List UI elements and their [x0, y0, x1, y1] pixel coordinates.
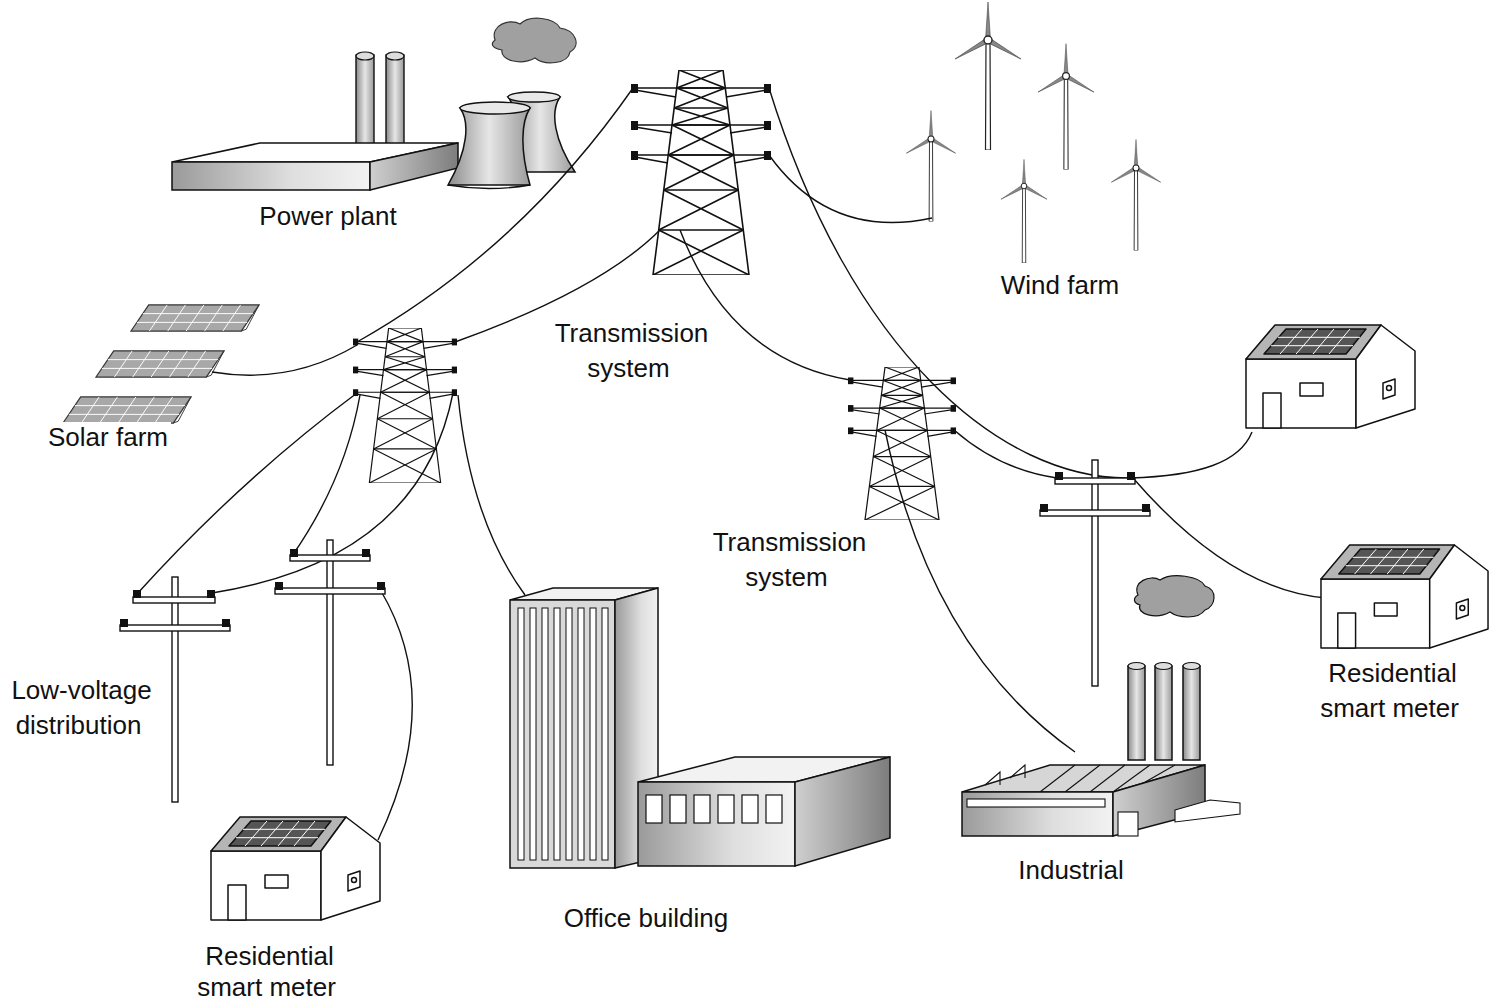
chimney-top: [356, 52, 374, 60]
wire: [885, 430, 1075, 752]
chimney-top: [386, 52, 404, 60]
office-building: [510, 588, 890, 868]
chimney: [1155, 666, 1172, 760]
chimney: [1128, 666, 1145, 760]
wire: [954, 430, 1057, 478]
wind-turbine: [1000, 159, 1048, 263]
label-text: Power plant: [256, 201, 399, 231]
utility-pole: [1092, 460, 1098, 686]
label-text: Office building: [561, 903, 731, 933]
pole-crossarm: [1055, 478, 1135, 484]
component-label: Power plant: [218, 199, 438, 234]
solar-panel: [63, 397, 191, 423]
smart-home: [1246, 325, 1415, 428]
pole-crossarm: [1040, 510, 1150, 516]
pole-crossarm: [133, 597, 215, 603]
transmission-tower: [848, 367, 956, 520]
wire: [769, 155, 932, 223]
component-label: Transmission system: [535, 316, 725, 386]
smoke-cloud: [492, 18, 576, 63]
label-text: Residential smart meter: [1320, 658, 1462, 723]
wire: [378, 591, 412, 840]
wire: [769, 88, 1252, 478]
smoke-cloud: [1134, 576, 1214, 617]
wire: [458, 395, 525, 595]
factory-stripe: [967, 799, 1105, 807]
label-text: Transmission system: [552, 318, 709, 383]
chimney: [386, 55, 404, 147]
label-text: Residential smart meter: [197, 941, 339, 1002]
wind-farm: [905, 2, 1161, 263]
cooling-tower-top: [508, 92, 560, 102]
pole-crossarm: [290, 555, 370, 561]
chimney: [1183, 666, 1200, 760]
annex-side: [795, 757, 890, 866]
office-tower-front: [510, 600, 615, 868]
wire: [292, 395, 360, 556]
component-label: Office building: [516, 901, 776, 936]
plant-side: [370, 143, 458, 190]
smart-home: [211, 817, 380, 920]
label-text: Solar farm: [45, 422, 171, 452]
pole-crossarm: [120, 625, 230, 631]
utility-pole: [172, 577, 178, 802]
power-plant: [172, 18, 576, 190]
cooling-tower-base: [448, 185, 530, 189]
label-text: Industrial: [1015, 855, 1127, 885]
component-label: Solar farm: [8, 420, 208, 455]
factory-annex: [1175, 800, 1240, 822]
wind-turbine: [954, 2, 1022, 150]
label-text: Wind farm: [998, 270, 1122, 300]
utility-pole: [327, 540, 333, 765]
solar-panel: [131, 305, 259, 331]
transmission-tower: [353, 328, 457, 483]
power-lines: [137, 88, 1326, 840]
wind-turbine: [1037, 44, 1095, 170]
component-label: Residential smart meter: [1301, 656, 1481, 726]
factory-door: [1118, 812, 1138, 836]
component-label: Residential smart meter: [178, 941, 358, 1003]
wind-turbine: [905, 111, 956, 222]
solar-farm: [63, 305, 259, 423]
component-label: Industrial: [961, 853, 1181, 888]
component-label: Wind farm: [960, 268, 1160, 303]
pole-crossarm: [275, 588, 385, 594]
cooling-tower: [448, 108, 530, 185]
factory: [962, 576, 1240, 836]
label-text: Transmission system: [710, 527, 867, 592]
factory-side: [1113, 765, 1205, 836]
annex-windows: [646, 795, 782, 823]
chimney: [356, 55, 374, 147]
annex-front: [638, 782, 795, 866]
smart-home: [1321, 545, 1488, 648]
plant-front: [172, 162, 370, 190]
component-label: Low-voltage distribution: [2, 673, 158, 743]
component-label: Transmission system: [693, 525, 883, 595]
solar-panel: [96, 351, 224, 377]
factory-front: [962, 792, 1113, 836]
office-grooves: [518, 608, 608, 860]
transmission-tower: [631, 70, 771, 275]
label-text: Low-voltage distribution: [8, 675, 151, 740]
wire: [212, 345, 357, 375]
wind-turbine: [1110, 140, 1161, 251]
cooling-tower-top: [460, 102, 530, 114]
